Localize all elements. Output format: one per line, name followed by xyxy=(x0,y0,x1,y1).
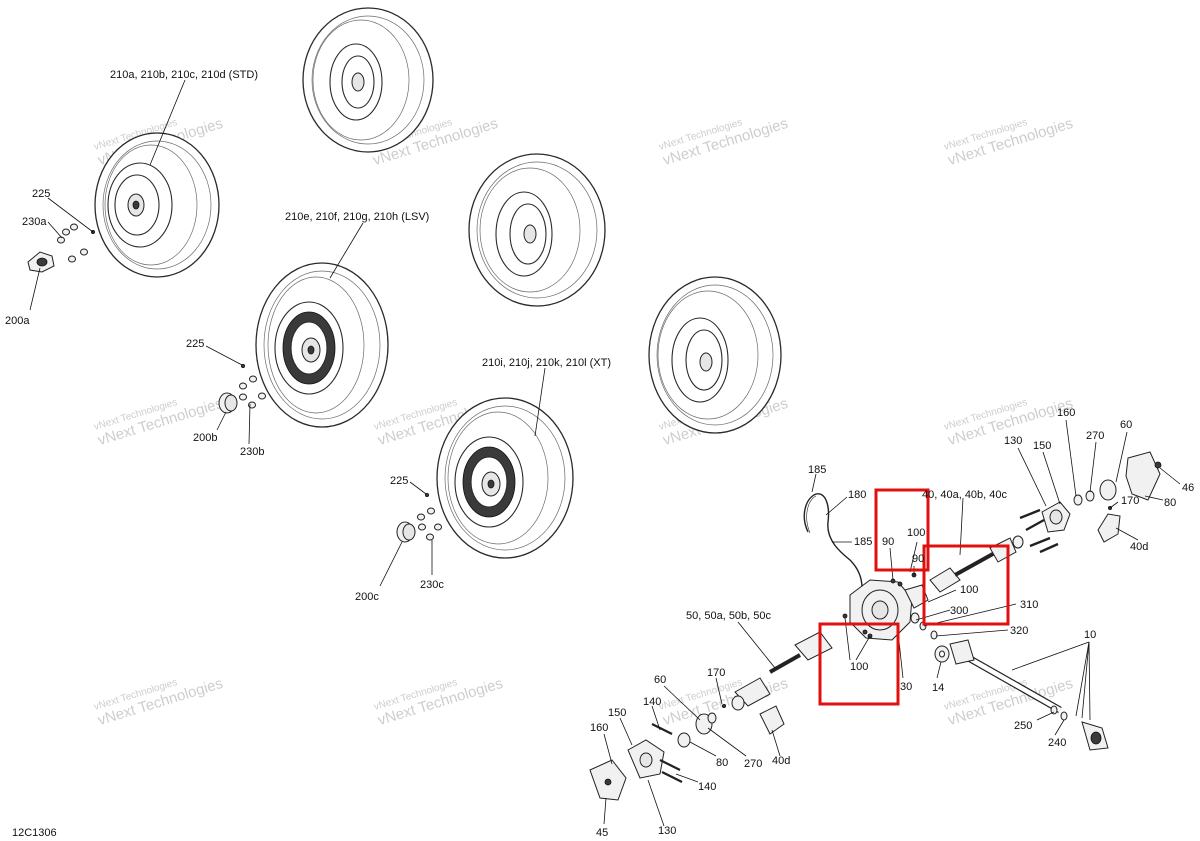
label-100: 100 xyxy=(850,661,868,673)
label-100: 100 xyxy=(907,527,925,539)
label-160: 160 xyxy=(1057,407,1075,419)
washer-14 xyxy=(934,645,950,663)
label-225: 225 xyxy=(186,338,204,350)
label-230a: 230a xyxy=(22,216,47,228)
label-80: 80 xyxy=(1164,497,1176,509)
wheel-right xyxy=(648,276,782,434)
drive-shaft-50 xyxy=(731,631,833,711)
label-80: 80 xyxy=(716,757,728,769)
label-100: 100 xyxy=(960,584,978,596)
label-250: 250 xyxy=(1014,720,1032,732)
lug-nuts-230c xyxy=(417,492,442,541)
label-170: 170 xyxy=(1121,495,1139,507)
label-200c: 200c xyxy=(355,591,379,603)
label-150: 150 xyxy=(608,707,626,719)
hub-cap-200c xyxy=(396,521,416,543)
wheel-top xyxy=(302,7,434,153)
label-60: 60 xyxy=(654,674,666,686)
highlight-box xyxy=(874,488,930,572)
label-130: 130 xyxy=(1004,435,1022,447)
label-46: 46 xyxy=(1182,482,1194,494)
callout-labels: 210a, 210b, 210c, 210d (STD) 210e, 210f,… xyxy=(5,69,1194,839)
hub-cap-200a xyxy=(27,251,55,273)
label-185: 185 xyxy=(808,464,826,476)
hub-assembly-left xyxy=(589,704,785,801)
label-40-set: 40, 40a, 40b, 40c xyxy=(922,489,1008,501)
propeller-shaft-10 xyxy=(949,639,1109,751)
label-310: 310 xyxy=(1020,599,1038,611)
label-140: 140 xyxy=(643,696,661,708)
highlight-box xyxy=(818,622,900,706)
label-60: 60 xyxy=(1120,419,1132,431)
label-230c: 230c xyxy=(420,579,444,591)
breather-hose-180 xyxy=(803,493,863,589)
label-30: 30 xyxy=(900,681,912,693)
lug-nuts-230b xyxy=(239,363,266,409)
highlight-boxes xyxy=(818,488,1010,706)
label-200b: 200b xyxy=(193,432,217,444)
label-std-wheels: 210a, 210b, 210c, 210d (STD) xyxy=(110,69,258,81)
label-40d: 40d xyxy=(772,755,790,767)
label-40d: 40d xyxy=(1130,541,1148,553)
label-14: 14 xyxy=(932,682,944,694)
label-130: 130 xyxy=(658,825,676,837)
hub-assembly-right xyxy=(1019,451,1162,554)
label-270: 270 xyxy=(744,758,762,770)
wheel-std xyxy=(94,132,220,278)
label-225: 225 xyxy=(32,188,50,200)
label-xt-wheels: 210i, 210j, 210k, 210l (XT) xyxy=(482,357,611,369)
label-230b: 230b xyxy=(240,446,264,458)
label-180: 180 xyxy=(848,489,866,501)
label-160: 160 xyxy=(590,722,608,734)
label-225: 225 xyxy=(390,475,408,487)
label-90: 90 xyxy=(882,536,894,548)
label-45: 45 xyxy=(596,827,608,839)
wheel-lsv xyxy=(255,262,389,428)
label-200a: 200a xyxy=(5,315,30,327)
label-50-set: 50, 50a, 50b, 50c xyxy=(686,610,772,622)
label-185: 185 xyxy=(854,536,872,548)
wheel-xt xyxy=(436,397,574,559)
label-240: 240 xyxy=(1048,737,1066,749)
label-10: 10 xyxy=(1084,629,1096,641)
label-90: 90 xyxy=(912,553,924,565)
label-270: 270 xyxy=(1086,430,1104,442)
wheel-middle xyxy=(468,153,606,307)
label-150: 150 xyxy=(1033,440,1051,452)
label-300: 300 xyxy=(950,605,968,617)
label-320: 320 xyxy=(1010,625,1028,637)
drive-shaft-40 xyxy=(929,535,1024,593)
label-lsv-wheels: 210e, 210f, 210g, 210h (LSV) xyxy=(285,211,429,223)
label-170: 170 xyxy=(707,667,725,679)
lug-nuts-230a xyxy=(57,223,96,263)
highlight-box xyxy=(922,544,1010,626)
label-140: 140 xyxy=(698,781,716,793)
differential-30 xyxy=(849,579,929,641)
diagram-code: 12C1306 xyxy=(12,827,57,839)
hub-cap-200b xyxy=(218,392,238,414)
